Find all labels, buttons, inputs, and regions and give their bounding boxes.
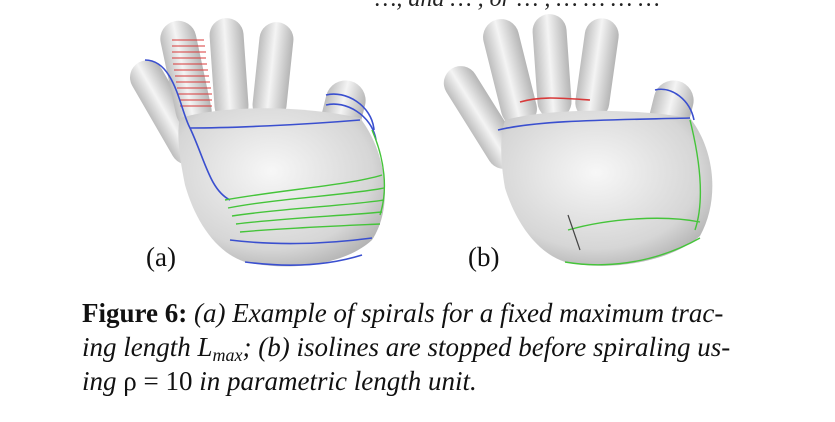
red-isolines-stopped: [519, 97, 591, 103]
finger-ring-a: [252, 22, 294, 122]
caption-part-a3: ; (b) isolines are stopped before spiral…: [242, 332, 731, 362]
green-isolines-b: [564, 119, 702, 266]
caption-part-b1: ing: [82, 366, 124, 396]
caption-part-a: (a) Example of spirals for a fixed maxim…: [193, 298, 724, 328]
caption-subscript-max: max: [212, 345, 243, 365]
finger-middle-a: [209, 18, 249, 123]
figure-caption: Figure 6: (a) Example of spirals for a f…: [82, 296, 802, 398]
finger-index-a: [160, 20, 212, 130]
palm-a: [178, 108, 385, 267]
blue-isolines-b: [497, 88, 695, 131]
panel-label-b: (b): [468, 242, 500, 272]
dark-isoline: [567, 214, 581, 251]
red-spiral-lines: [172, 39, 212, 107]
finger-index-b: [483, 19, 537, 127]
finger-ring-b: [575, 18, 619, 120]
figure-number: Figure 6:: [82, 298, 188, 328]
hand-b-mesh: [443, 14, 713, 266]
panel-label-a: (a): [146, 242, 176, 272]
green-isolines: [224, 129, 386, 233]
finger-middle-b: [532, 14, 572, 119]
palm-b: [501, 110, 713, 266]
caption-part-b2: in parametric length unit.: [192, 366, 477, 396]
figure-area: [130, 14, 713, 267]
hand-a-mesh: [130, 18, 386, 267]
caption-part-a2: ing length L: [82, 332, 213, 362]
caption-rho-equation: ρ = 10: [123, 366, 193, 396]
blue-isolines: [144, 59, 377, 266]
clipped-top-text: …, and … , or … , … … … …: [375, 0, 660, 13]
